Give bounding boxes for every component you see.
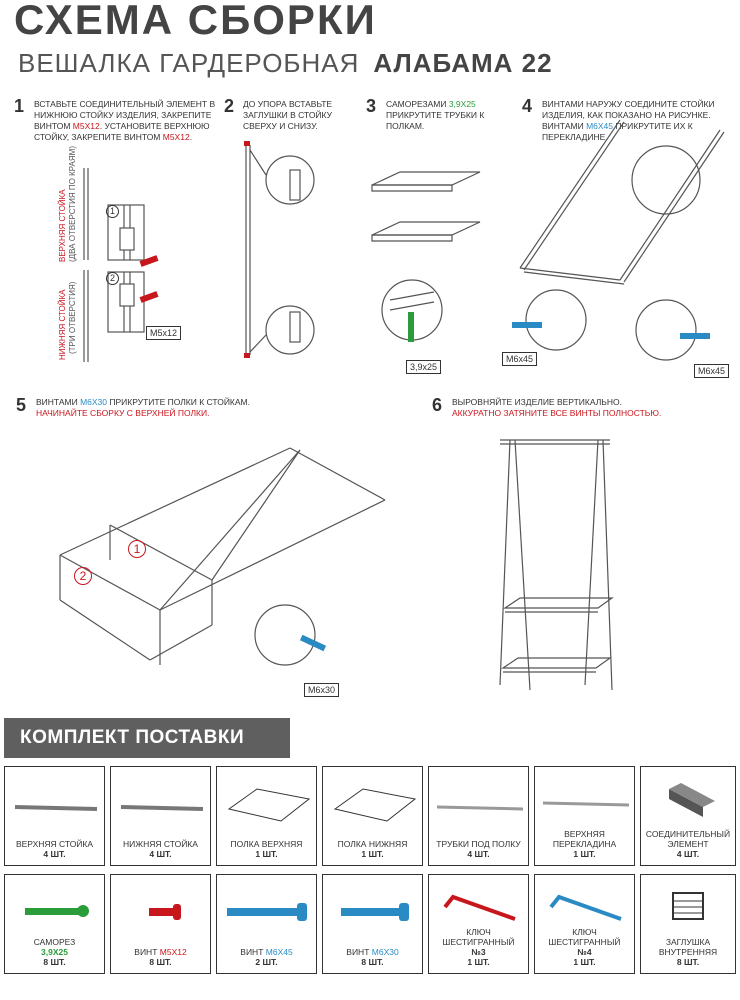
m5x12-label: M5x12 xyxy=(146,326,182,340)
kit-item-top-crossbar: Верхняя перекладина1 шт. xyxy=(534,766,635,866)
step-6-number: 6 xyxy=(432,395,443,415)
step-6-text: Выровняйте изделие вертикально.Аккуратно… xyxy=(452,397,662,418)
page-title: СХЕМА СБОРКИ xyxy=(14,0,377,43)
kit-item-shelf-tubes: Трубки под полку4 шт. xyxy=(428,766,529,866)
bottom-shelf-icon xyxy=(333,788,417,822)
kit-item-top-shelf: Полка верхняя1 шт. xyxy=(216,766,317,866)
product-model: АЛАБАМА 22 xyxy=(373,48,553,78)
shelf-top-drawing xyxy=(371,171,481,186)
frame-left-post xyxy=(519,119,621,269)
m6x30-label: М6х30 xyxy=(304,683,340,697)
upper-post-icon xyxy=(14,805,98,811)
step-2-text: До упора вставьте заглушки в стойку свер… xyxy=(243,99,333,131)
step-5-number: 5 xyxy=(16,395,27,415)
self-tapping-label: 3,9х25 xyxy=(406,360,442,374)
screw-m6x45-icon xyxy=(227,903,307,921)
top-shelf-icon xyxy=(227,788,311,822)
crossbar-screw-detail-left xyxy=(525,289,587,351)
m6x45-label-left: М6х45 xyxy=(502,352,538,366)
hex-key-3-icon xyxy=(443,894,516,921)
connector-icon xyxy=(669,783,715,817)
step-1-number: 1 xyxy=(14,96,25,116)
step-5-text: Винтами М6х30 прикрутите полки к стойкам… xyxy=(36,397,250,418)
kit-item-screw-m6x45: Винт М6х452 шт. xyxy=(216,874,317,974)
frame-joint-detail xyxy=(631,145,701,215)
shelf-tube-icon xyxy=(436,805,524,811)
step-1-text: Вставьте соединительный элемент в нижнюю… xyxy=(34,99,216,142)
product-type: ВЕШАЛКА ГАРДЕРОБНАЯ xyxy=(18,48,360,78)
lower-post-note: (ТРИ ОТВЕРСТИЯ) xyxy=(68,281,77,354)
m6x45-label-right: М6х45 xyxy=(694,364,730,378)
lower-post-icon xyxy=(120,805,204,811)
kit-item-screw-m6x30: Винт М6х308 шт. xyxy=(322,874,423,974)
inner-cap-icon xyxy=(672,892,704,920)
kit-item-inner-cap: Заглушка внутренняя8 шт. xyxy=(640,874,736,974)
crossbar-icon xyxy=(542,801,630,807)
callout-1-step1: 1 xyxy=(106,205,119,218)
cap-detail-top xyxy=(265,155,315,205)
callout-2-step1: 2 xyxy=(106,272,119,285)
step-4-number: 4 xyxy=(522,96,533,116)
kit-item-hex-key-3: Ключ шестигранный№31 шт. xyxy=(428,874,529,974)
frame-right-post xyxy=(619,129,721,281)
frame-crossbar xyxy=(519,267,621,281)
kit-heading: КОМПЛЕКТ ПОСТАВКИ xyxy=(4,718,290,758)
step-3-text: Саморезами 3,9х25 прикрутите трубки к по… xyxy=(386,99,485,131)
cap-detail-bottom xyxy=(265,305,315,355)
kit-item-screw-m5x12: Винт М5х128 шт. xyxy=(110,874,211,974)
step-3-number: 3 xyxy=(366,96,377,116)
hex-key-4-icon xyxy=(549,894,622,921)
step-2-number: 2 xyxy=(224,96,235,116)
frame-with-shelves-drawing xyxy=(59,447,386,665)
kit-item-hex-key-4: Ключ шестигранный№41 шт. xyxy=(534,874,635,974)
self-tapping-screw-icon xyxy=(25,905,89,917)
assembly-illustrations xyxy=(59,119,725,691)
shelf-bottom-drawing xyxy=(371,221,481,236)
upper-post-label: ВЕРХНЯЯ СТОЙКА xyxy=(58,189,67,262)
crossbar-screw-detail-right xyxy=(635,299,697,361)
step-4-text: Винтами наружу соедините стойки изделия,… xyxy=(542,99,715,142)
kit-item-connector: Соединительный элемент4 шт. xyxy=(640,766,736,866)
kit-item-bottom-shelf: Полка нижняя1 шт. xyxy=(322,766,423,866)
kit-item-lower-post: Нижняя стойка4 шт. xyxy=(110,766,211,866)
screw-m6x30-icon xyxy=(341,903,409,921)
kit-item-upper-post: Верхняя стойка4 шт. xyxy=(4,766,105,866)
callout-1-step5: 1 xyxy=(128,540,146,558)
assembled-hanger-drawing xyxy=(499,439,614,691)
product-subtitle: ВЕШАЛКА ГАРДЕРОБНАЯ АЛАБАМА 22 xyxy=(18,48,553,79)
callout-2-step5: 2 xyxy=(74,567,92,585)
kit-item-self-tapping-screw: Саморез3,9х258 шт. xyxy=(4,874,105,974)
lower-post-label: НИЖНЯЯ СТОЙКА xyxy=(58,289,67,360)
connector-detail-1 xyxy=(107,204,145,261)
screw-m5x12-icon xyxy=(149,904,181,920)
upper-post-note: (ДВА ОТВЕРСТИЯ ПО КРАЯМ) xyxy=(68,146,77,262)
shelf-bolt-detail xyxy=(254,604,316,666)
